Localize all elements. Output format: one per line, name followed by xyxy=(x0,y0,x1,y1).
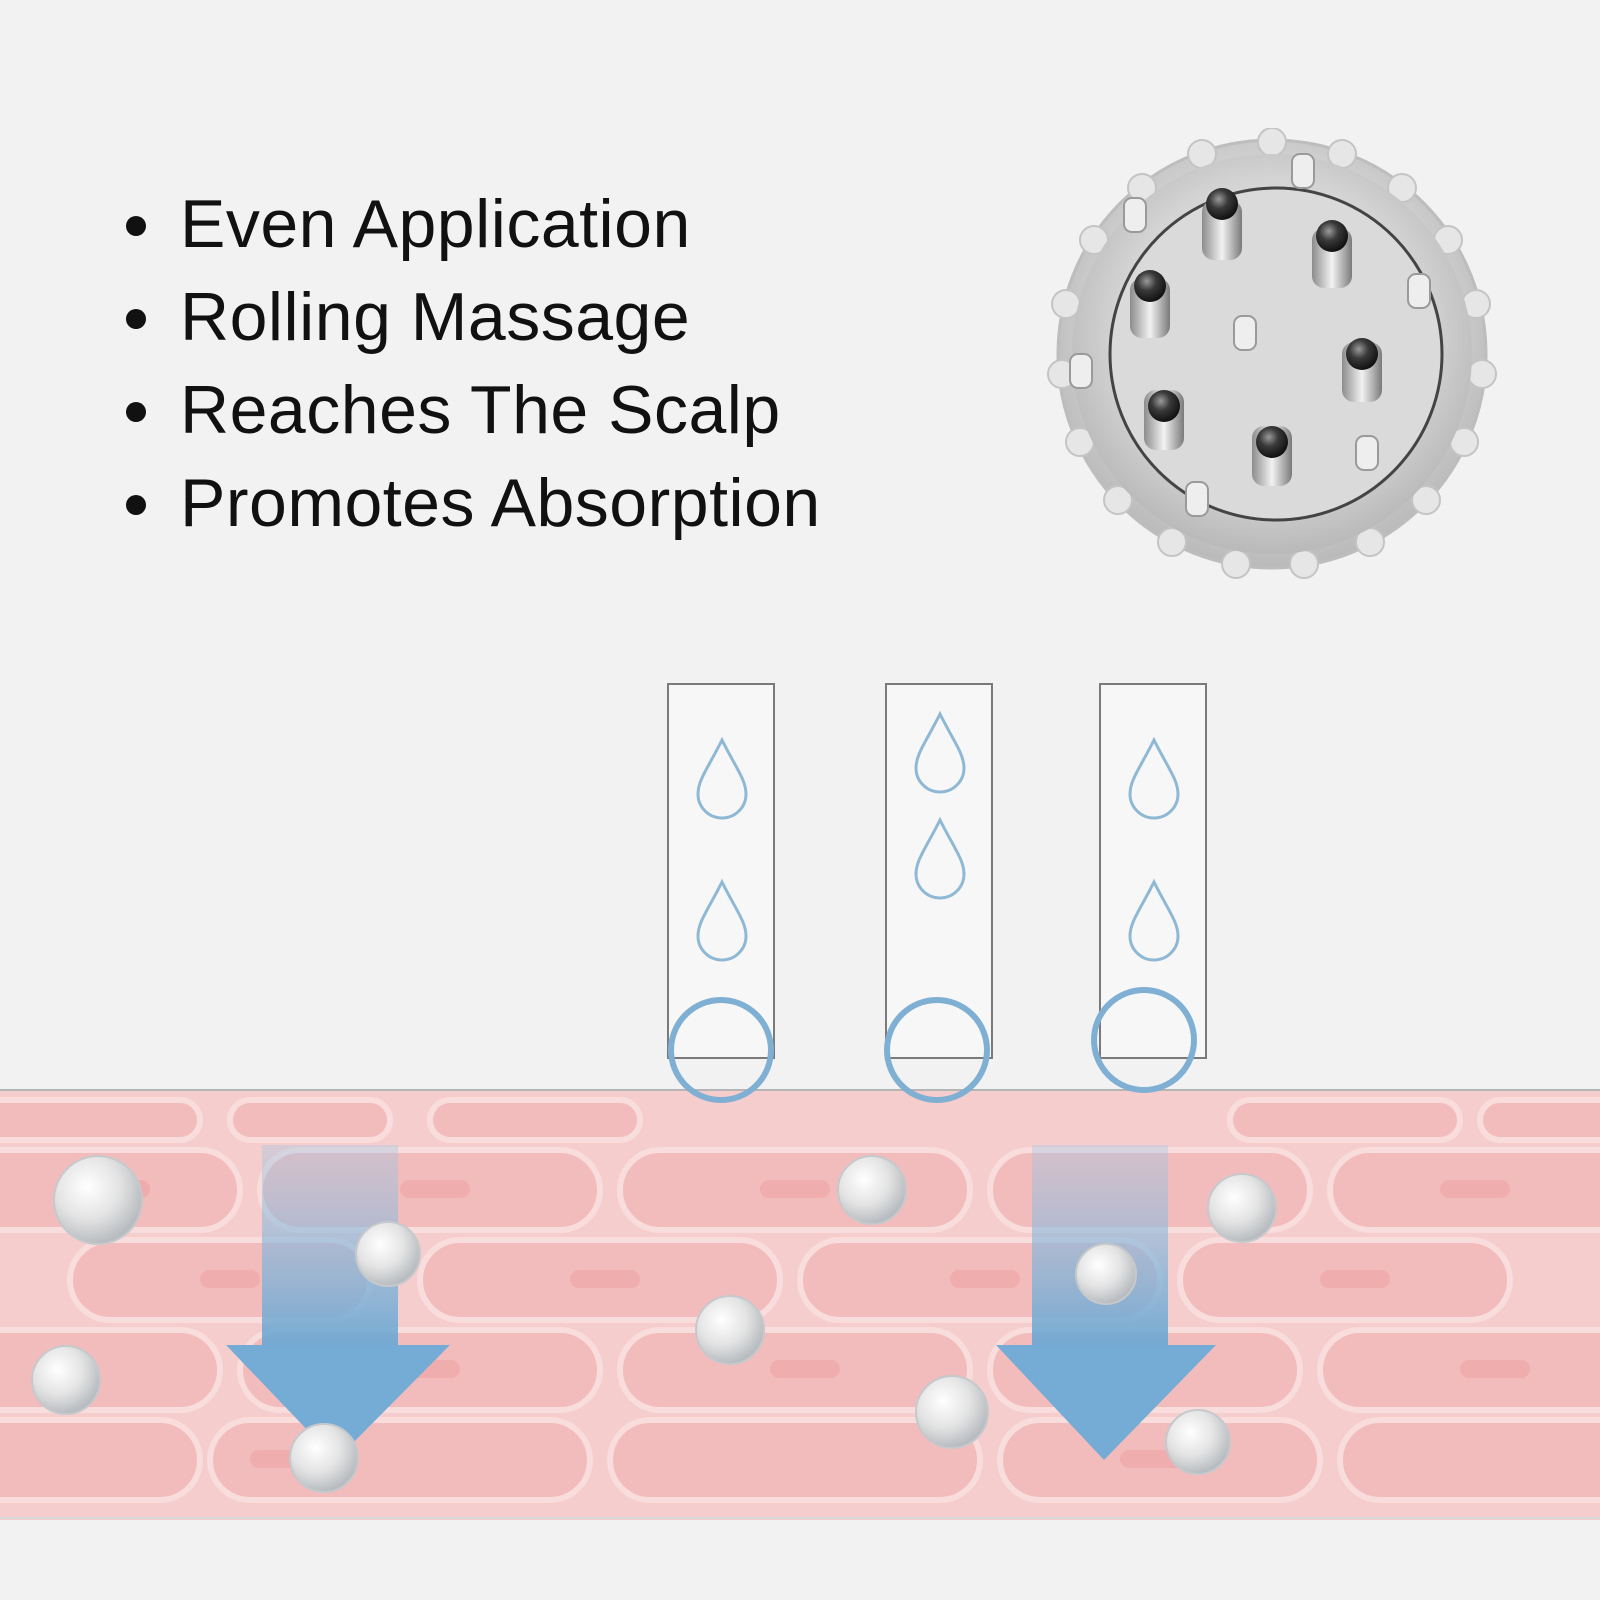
serum-bubble-icon xyxy=(695,1295,765,1365)
skin-layer xyxy=(0,1089,1600,1520)
feature-list: Even Application Rolling Massage Reaches… xyxy=(118,178,821,550)
water-drop-icon xyxy=(914,710,966,794)
roller-tube xyxy=(884,683,993,1103)
feature-item: Reaches The Scalp xyxy=(118,364,821,457)
serum-bubble-icon xyxy=(53,1155,143,1245)
feature-label: Rolling Massage xyxy=(180,279,691,355)
serum-bubble-icon xyxy=(31,1345,101,1415)
bullet-icon xyxy=(126,495,146,515)
serum-bubble-icon xyxy=(1207,1173,1277,1243)
roller-tube xyxy=(1091,683,1207,1093)
feature-label: Reaches The Scalp xyxy=(180,372,781,448)
feature-label: Even Application xyxy=(180,186,691,262)
serum-bubbles xyxy=(31,1155,1277,1493)
feature-label: Promotes Absorption xyxy=(180,465,821,541)
feature-item: Rolling Massage xyxy=(118,271,821,364)
metal-ball-pins xyxy=(1130,188,1382,486)
serum-bubble-icon xyxy=(915,1375,989,1449)
roller-head-image xyxy=(1047,128,1497,579)
serum-bubble-icon xyxy=(289,1423,359,1493)
water-drop-icon xyxy=(914,816,966,900)
water-drop-icon xyxy=(1128,878,1180,962)
down-arrow-icon xyxy=(226,1145,450,1460)
roller-ball-icon xyxy=(668,997,774,1103)
serum-bubble-icon xyxy=(1075,1243,1137,1305)
bullet-icon xyxy=(126,216,146,236)
water-drop-icon xyxy=(1128,736,1180,820)
clear-nubs xyxy=(1069,153,1431,517)
bullet-icon xyxy=(126,402,146,422)
serum-bubble-icon xyxy=(1165,1409,1231,1475)
bullet-icon xyxy=(126,309,146,329)
serum-bubble-icon xyxy=(355,1221,421,1287)
serum-bubble-icon xyxy=(837,1155,907,1225)
feature-item: Even Application xyxy=(118,178,821,271)
roller-ball-icon xyxy=(884,997,990,1103)
roller-ball-icon xyxy=(1091,987,1197,1093)
roller-tube xyxy=(667,683,775,1103)
water-drop-icon xyxy=(696,736,748,820)
water-drop-icon xyxy=(696,878,748,962)
feature-item: Promotes Absorption xyxy=(118,457,821,550)
